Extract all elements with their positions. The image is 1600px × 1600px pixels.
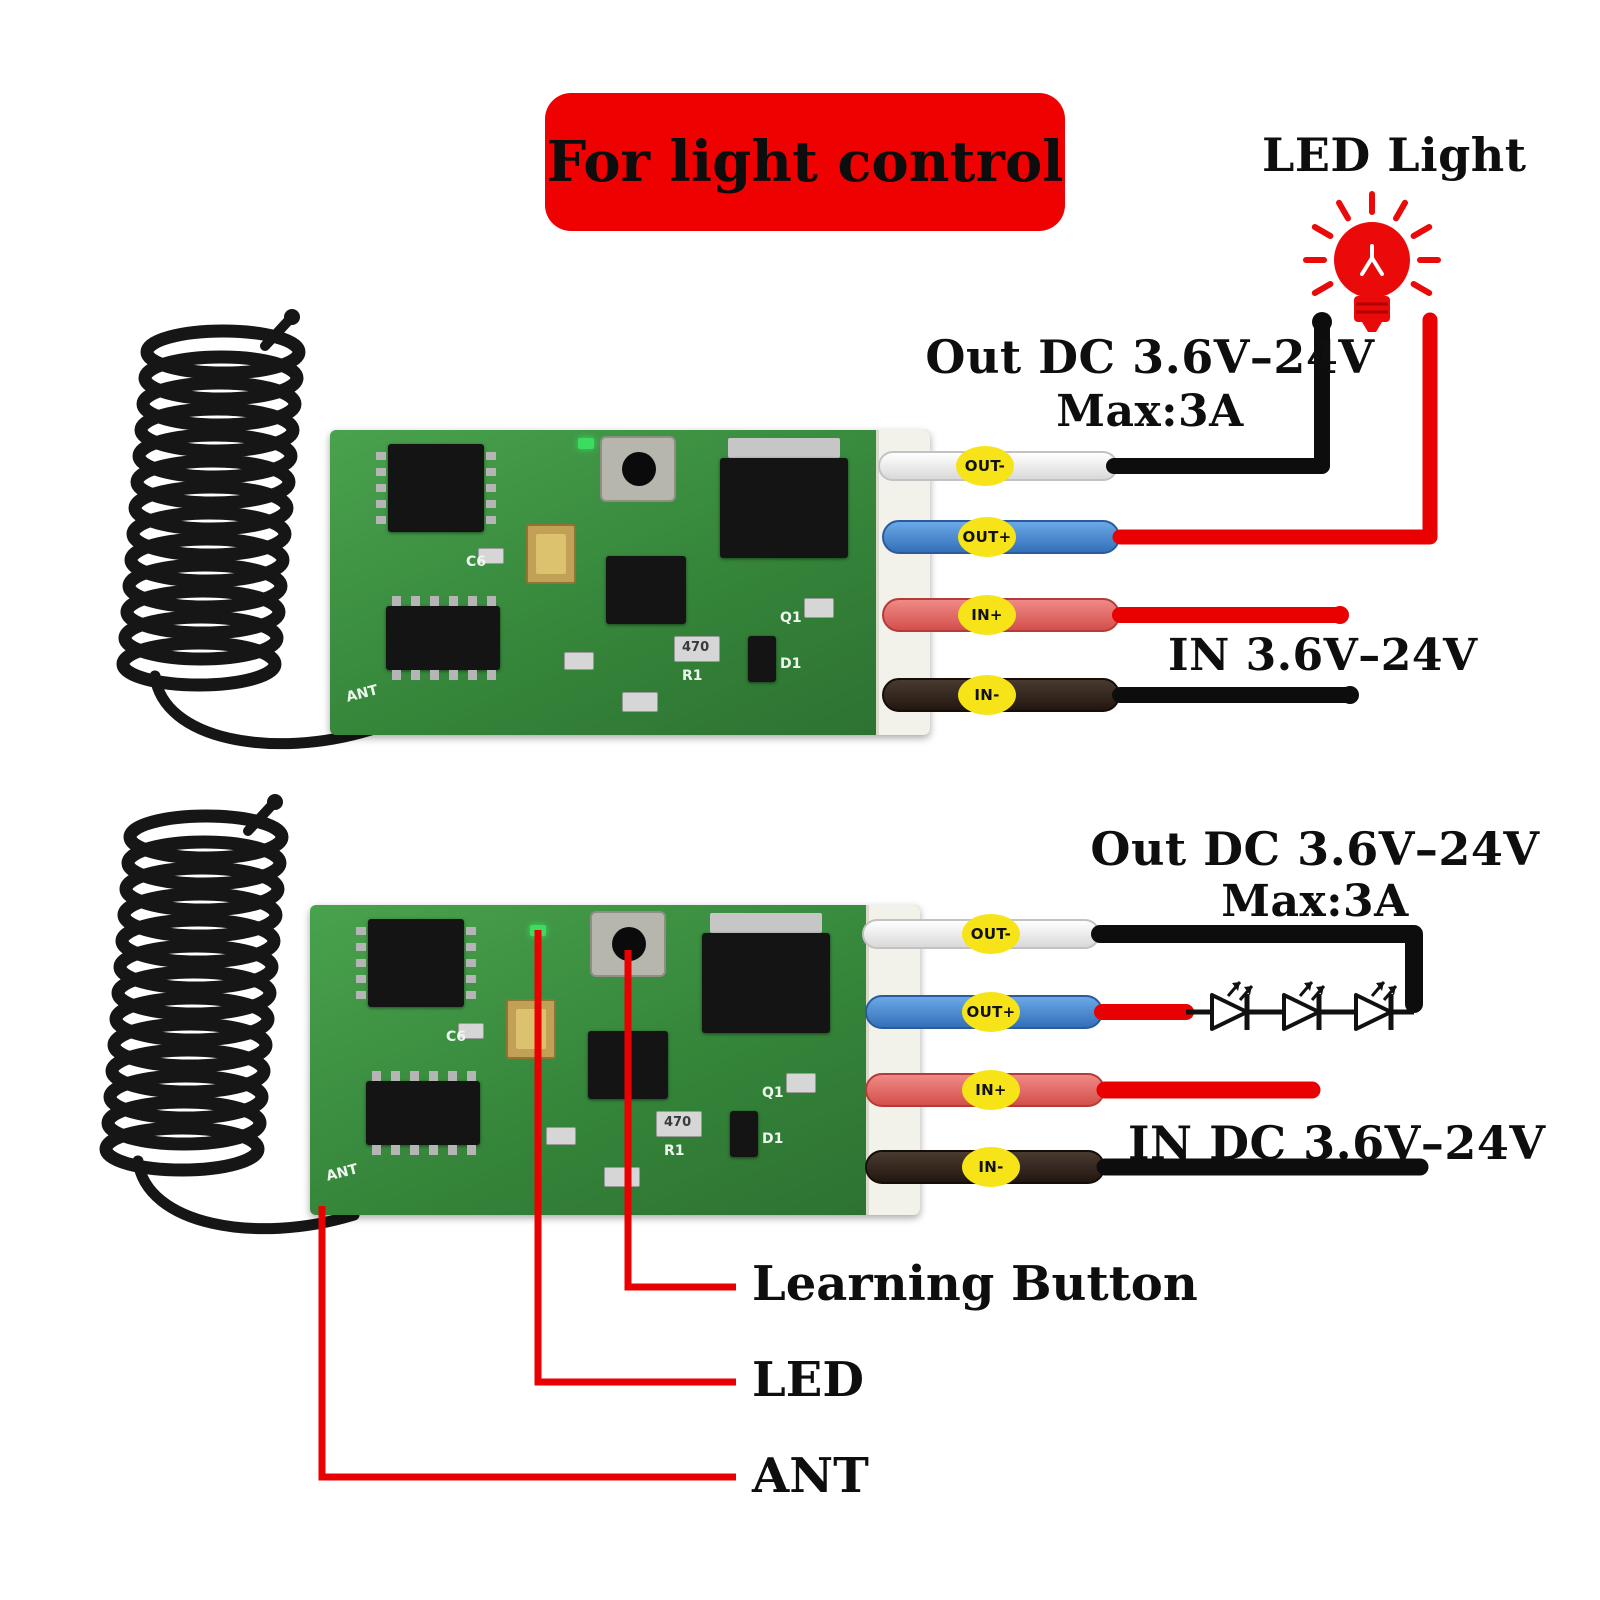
wire-end-dot [1331, 606, 1349, 624]
wire-label-out-minus: OUT- [956, 446, 1014, 486]
bulb-base [1354, 296, 1390, 322]
black-wire-to-led-chain [1091, 925, 1423, 1013]
wire-label-out-plus: OUT+ [962, 992, 1020, 1032]
wire-label-in-plus: IN+ [962, 1070, 1020, 1110]
led-diode-icon [1212, 982, 1252, 1030]
leader-learning-button [624, 950, 736, 1291]
crystal-core [536, 534, 566, 574]
wire-label-in-minus: IN- [962, 1147, 1020, 1187]
ic-pins [486, 452, 496, 524]
silk-470: 470 [664, 1115, 692, 1130]
silk-d1: D1 [780, 656, 802, 672]
regulator-chip [606, 556, 686, 624]
power-transistor [720, 458, 848, 558]
silk-c6: C6 [466, 554, 487, 570]
silk-q1: Q1 [780, 610, 802, 626]
pcb-component [458, 1023, 484, 1039]
resistor [674, 636, 720, 662]
pcb-board: ANT C6 Q1 D1 470 R1 [310, 905, 920, 1215]
light-bulb-icon [1303, 191, 1441, 332]
title-text: For light control [546, 129, 1064, 195]
module1-out-max: Max:3A [1056, 386, 1244, 437]
power-transistor [702, 933, 830, 1033]
ic-pins [356, 927, 366, 999]
red-wire-to-bulb [1112, 312, 1438, 545]
ic-pins [376, 452, 386, 524]
soic-chip [386, 606, 500, 670]
transistor-tab [728, 438, 840, 458]
silk-r1: R1 [664, 1143, 685, 1159]
pcb-component [786, 1073, 816, 1093]
led-diode-icon [1284, 982, 1324, 1030]
soic-pins [392, 670, 496, 680]
learning-button-cap [622, 452, 656, 486]
ant-label: ANT [752, 1448, 869, 1504]
learning-button-label: Learning Button [752, 1256, 1198, 1312]
wire-end-dot [1341, 686, 1359, 704]
leader-ant [318, 1206, 736, 1481]
bulb-filament [1360, 244, 1384, 276]
silk-470: 470 [682, 640, 710, 655]
led-diode-icon [1356, 982, 1396, 1030]
soic-chip [366, 1081, 480, 1145]
pcb-component [478, 548, 504, 564]
soic-pins [372, 1145, 476, 1155]
status-led [578, 438, 594, 449]
module1-out-title: Out DC 3.6V–24V [925, 330, 1375, 384]
module2-in-title: IN DC 3.6V–24V [1128, 1116, 1546, 1170]
silk-c6: C6 [446, 1029, 467, 1045]
pcb-component [804, 598, 834, 618]
silk-r1: R1 [682, 668, 703, 684]
silk-d1: D1 [762, 1131, 784, 1147]
module2-out-title: Out DC 3.6V–24V [1090, 822, 1540, 876]
black-wire-to-bulb [1106, 316, 1330, 474]
pcb-component [546, 1127, 576, 1145]
leader-led [534, 930, 736, 1386]
title-banner: For light control [545, 93, 1065, 231]
soic-pins [372, 1071, 476, 1081]
pcb-component [622, 692, 658, 712]
resistor [656, 1111, 702, 1137]
diode-component [748, 636, 776, 682]
ic-chip [388, 444, 484, 532]
module1-in-title: IN 3.6V–24V [1168, 630, 1478, 681]
ic-pins [466, 927, 476, 999]
wire-end-dot [1312, 312, 1332, 332]
ic-chip [368, 919, 464, 1007]
module2-out-max: Max:3A [1221, 876, 1409, 927]
wire-label-in-plus: IN+ [958, 595, 1016, 635]
wire-label-in-minus: IN- [958, 675, 1016, 715]
transistor-tab [710, 913, 822, 933]
led-label: LED [752, 1352, 864, 1408]
wire-label-out-minus: OUT- [962, 914, 1020, 954]
diode-component [730, 1111, 758, 1157]
pcb-component [564, 652, 594, 670]
wire-label-out-plus: OUT+ [958, 517, 1016, 557]
silk-q1: Q1 [762, 1085, 784, 1101]
soic-pins [392, 596, 496, 606]
led-light-label: LED Light [1262, 128, 1527, 182]
